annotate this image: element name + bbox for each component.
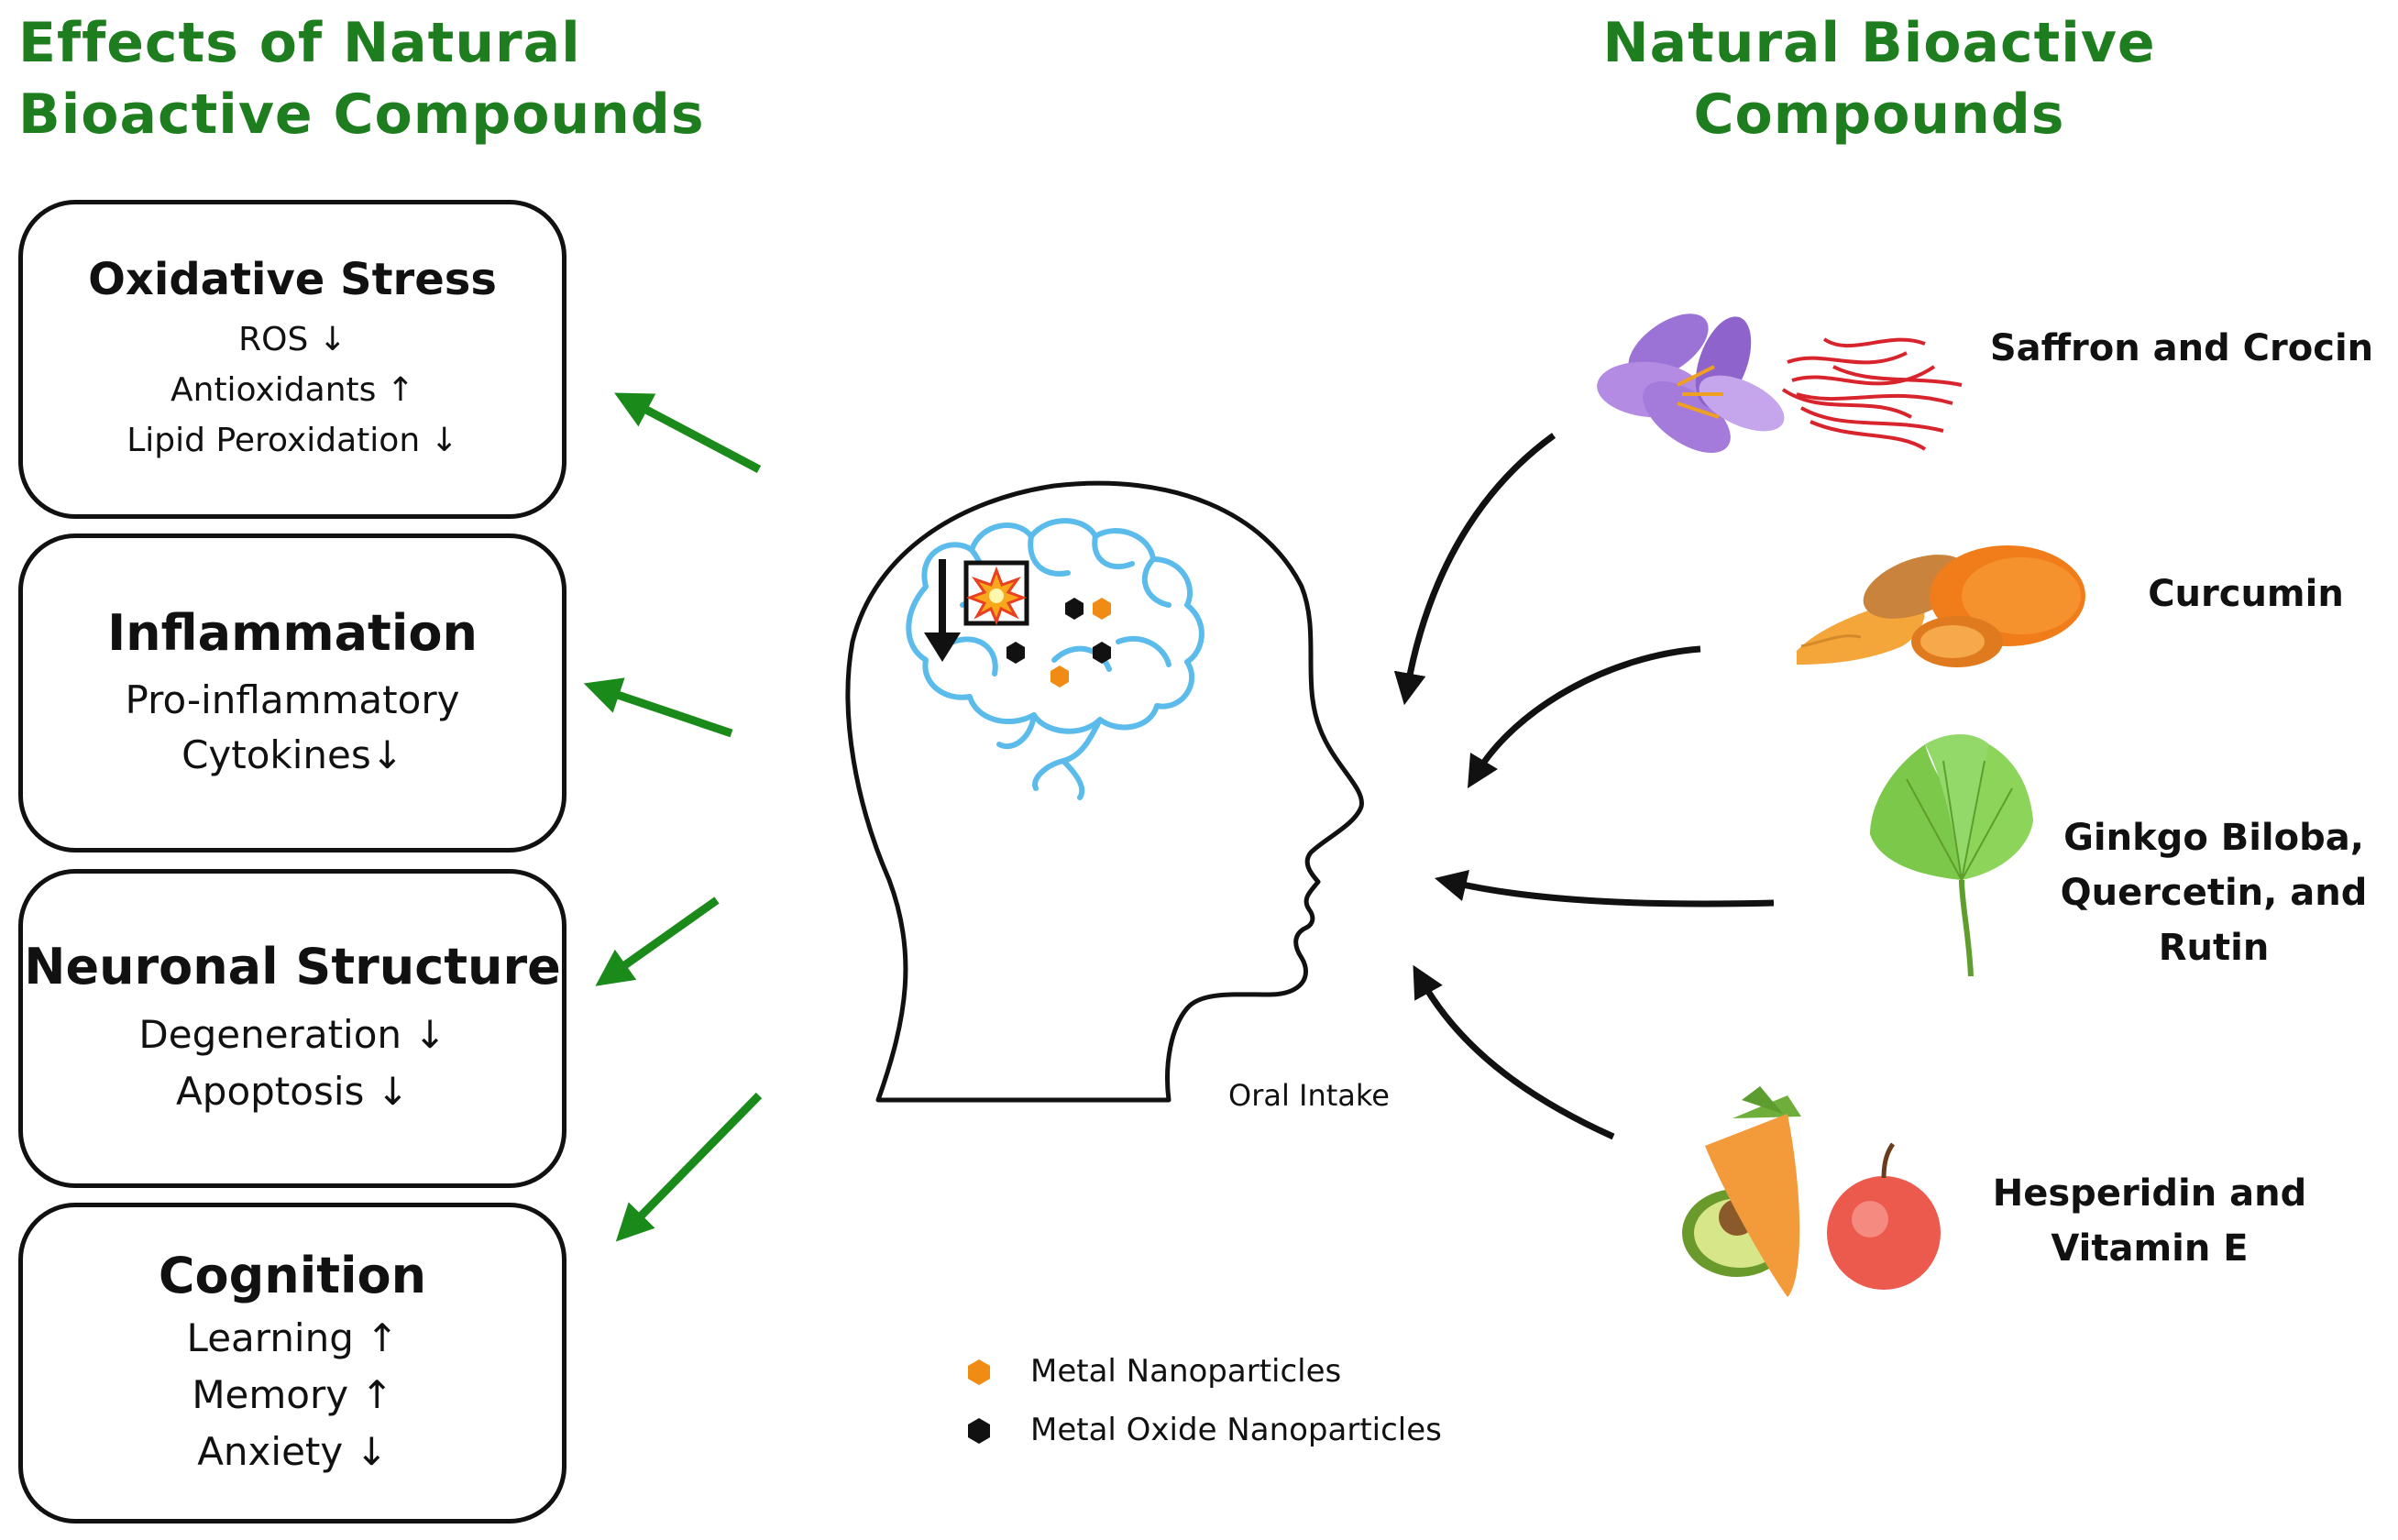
black-arrow: [1434, 869, 1775, 908]
effect-box-oxidative-stress: Oxidative Stress ROS ↓ Antioxidants ↑ Li…: [18, 200, 566, 519]
legend-label-metal-oxide-nanoparticles: Metal Oxide Nanoparticles: [1030, 1412, 1442, 1448]
green-arrow: [583, 677, 733, 738]
compound-label-saffron: Saffron and Crocin: [1980, 321, 2383, 376]
black-arrow: [1467, 645, 1701, 788]
black-arrows: [1393, 433, 1775, 1140]
box-title: Inflammation: [107, 603, 478, 662]
metal-nanoparticle-legend-icon: [968, 1359, 990, 1385]
effect-box-neuronal-structure: Neuronal Structure Degeneration ↓ Apopto…: [18, 869, 566, 1188]
metal-oxide-nanoparticle-legend-icon: [968, 1418, 990, 1444]
green-arrow: [595, 896, 720, 986]
metal-oxide-nanoparticle-icon: [1006, 642, 1025, 664]
black-arrow: [1413, 964, 1615, 1140]
effect-box-inflammation: Inflammation Pro-inflammatory Cytokines↓: [18, 534, 566, 852]
box-line: Apoptosis ↓: [176, 1068, 409, 1114]
metal-nanoparticle-icon: [1093, 598, 1111, 620]
box-line: ROS ↓: [238, 320, 346, 358]
box-line: Learning ↑: [186, 1314, 399, 1360]
effect-box-cognition: Cognition Learning ↑ Memory ↑ Anxiety ↓: [18, 1203, 566, 1524]
compound-label-hesperidin: Hesperidin and Vitamin E: [1980, 1166, 2319, 1276]
box-line: Degeneration ↓: [138, 1011, 446, 1057]
saffron-flower-icon: [1597, 314, 1963, 454]
compound-label-line: Saffron and Crocin: [1989, 327, 2374, 369]
compound-label-line: Rutin: [2158, 927, 2270, 969]
metal-oxide-nanoparticle-icon: [1065, 598, 1084, 620]
turmeric-root-icon: [1797, 545, 2085, 667]
black-arrow: [1393, 433, 1556, 706]
compound-label-line: Hesperidin and: [1992, 1172, 2307, 1215]
damage-burst-icon: [924, 559, 1029, 662]
legend-label-metal-nanoparticles: Metal Nanoparticles: [1030, 1353, 1342, 1390]
box-title: Neuronal Structure: [24, 937, 561, 996]
green-arrow: [615, 1092, 763, 1242]
nanoparticles: [1006, 598, 1111, 688]
compound-label-line: Vitamin E: [2051, 1227, 2249, 1270]
compound-label-line: Ginkgo Biloba,: [2063, 817, 2364, 859]
box-title: Cognition: [158, 1246, 427, 1304]
fruit-vegetable-icon: [1682, 1086, 1941, 1297]
oral-intake-label: Oral Intake: [1228, 1078, 1390, 1113]
box-line: Memory ↑: [192, 1371, 393, 1417]
compound-label-curcumin: Curcumin: [2108, 566, 2383, 622]
green-arrow: [614, 392, 762, 473]
metal-nanoparticle-icon: [1050, 666, 1069, 688]
ginkgo-leaf-icon: [1870, 734, 2033, 977]
left-heading-line: Effects of Natural: [18, 11, 581, 75]
box-line: Lipid Peroxidation ↓: [126, 421, 458, 459]
box-title: Oxidative Stress: [88, 253, 497, 305]
green-arrows: [583, 392, 763, 1242]
box-line: Antioxidants ↑: [170, 370, 414, 409]
compound-label-line: Quercetin, and: [2060, 872, 2368, 914]
compound-label-line: Curcumin: [2148, 573, 2344, 615]
box-line: Cytokines↓: [182, 732, 403, 777]
right-heading-line: Compounds: [1693, 82, 2065, 147]
right-heading-line: Natural Bioactive: [1602, 11, 2156, 75]
legend-markers: [968, 1359, 990, 1444]
box-line: Pro-inflammatory: [125, 676, 460, 722]
compound-label-ginkgo: Ginkgo Biloba, Quercetin, and Rutin: [2044, 810, 2383, 975]
box-line: Anxiety ↓: [197, 1428, 388, 1474]
metal-oxide-nanoparticle-icon: [1093, 642, 1111, 664]
right-heading: Natural Bioactive Compounds: [1595, 7, 2163, 150]
